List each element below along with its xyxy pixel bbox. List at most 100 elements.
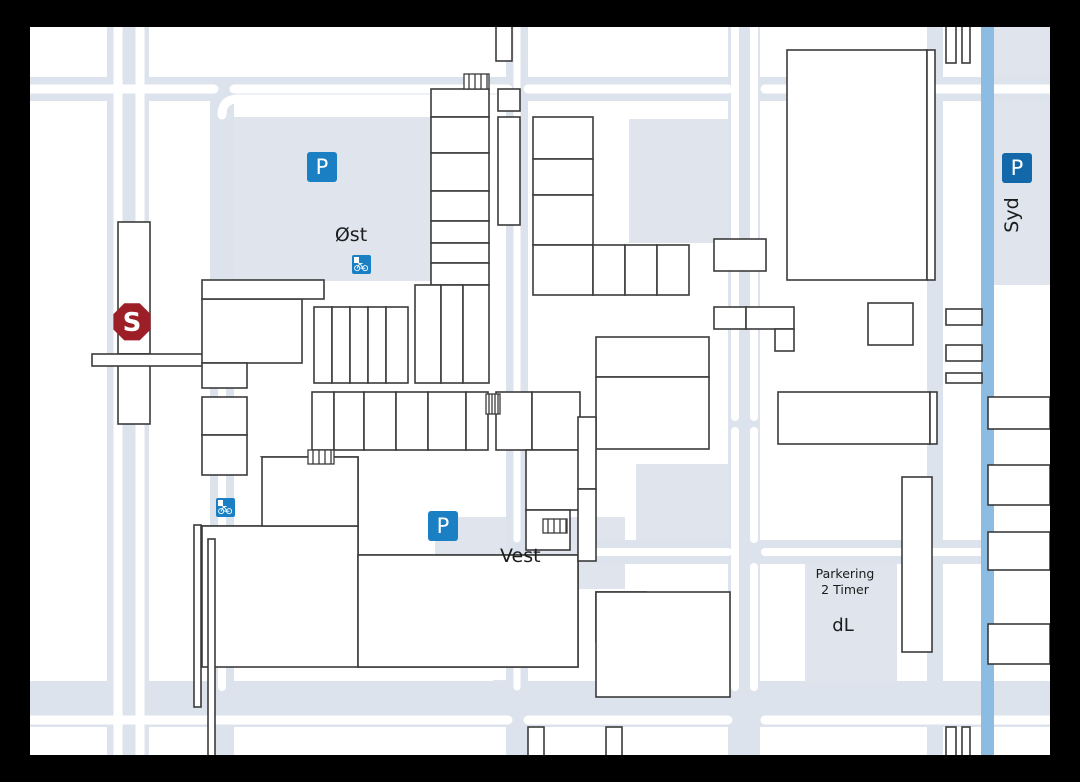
building-fin-7[interactable] [440,284,464,384]
building-large-northeast-annex[interactable] [926,49,936,281]
building-row-h-5[interactable] [427,391,467,451]
building-mr-square[interactable] [867,302,914,346]
building-cb-edge-2[interactable] [577,488,597,562]
building-row-h-2[interactable] [333,391,365,451]
building-mid-box-6[interactable] [624,244,658,296]
building-stub-top-1[interactable] [495,27,513,62]
building-mid-box-3[interactable] [532,194,594,246]
building-fin-8[interactable] [462,284,490,384]
building-terrace-5[interactable] [430,220,490,244]
parking-icon-vest-bg[interactable] [428,511,458,541]
building-block-sw-upper[interactable] [261,456,359,527]
building-mr-wide-edge[interactable] [929,391,938,445]
building-west-small-c[interactable] [201,434,248,476]
s-train-icon-letter: S [123,308,142,338]
building-canal-stub-1[interactable] [945,308,983,326]
building-row-h-7[interactable] [495,391,533,451]
building-west-large[interactable] [201,298,303,364]
building-terrace-6[interactable] [430,242,490,264]
building-block-sw-main[interactable] [201,525,359,668]
parking-icon-ost-bg[interactable] [307,152,337,182]
label-parkering-code: dL [832,615,853,636]
building-cb-2[interactable] [595,376,710,450]
stair-hatch-top [463,73,490,90]
area-plaza-midtop [629,119,733,243]
buildings[interactable] [91,27,1050,755]
bicycle-parking-marker-west[interactable] [216,498,235,517]
building-cb-1[interactable] [595,336,710,378]
building-stub-top-2[interactable] [945,27,957,64]
building-mr-tall[interactable] [901,476,933,653]
building-cb-edge[interactable] [577,416,597,490]
building-mr-a[interactable] [713,306,747,330]
building-row-h-6[interactable] [465,391,489,451]
building-mr-wide[interactable] [777,391,931,445]
building-west-strip-top[interactable] [201,279,325,300]
building-row-h-1[interactable] [311,391,335,451]
bicycle-parking-marker-north[interactable] [352,255,371,274]
building-row-h-3[interactable] [363,391,397,451]
building-fin-4[interactable] [367,306,387,384]
building-east-1[interactable] [987,396,1050,430]
parking-icon-syd-bg[interactable] [1002,153,1032,183]
building-mr-b[interactable] [745,306,795,330]
building-fin-2[interactable] [331,306,351,384]
building-siding-2[interactable] [207,538,216,755]
building-terrace-7[interactable] [430,262,490,286]
building-stub-top-3[interactable] [961,27,971,64]
building-terrace-1[interactable] [430,88,490,118]
building-terrace-4[interactable] [430,190,490,222]
parking-marker-vest[interactable]: P [428,511,458,541]
building-west-small-a[interactable] [201,362,248,389]
building-block-sw-right[interactable] [357,554,579,668]
waterway-group [981,27,994,755]
waterway-canal [981,27,994,755]
building-mid-box-4[interactable] [532,244,594,296]
building-west-small-b[interactable] [201,396,248,436]
label-parkering-line2: 2 Timer [821,582,870,597]
parking-marker-syd[interactable]: P [1002,153,1032,183]
city-map-svg[interactable]: Øst Vest Syd Parkering 2 Timer dL P P P [30,27,1050,755]
building-slab-cap[interactable] [497,88,521,112]
area-parking-ost [218,117,436,281]
building-row-h-9[interactable] [525,449,581,511]
building-fin-3[interactable] [349,306,369,384]
building-slab-narrow[interactable] [497,116,521,226]
parking-marker-ost[interactable]: P [307,152,337,182]
s-train-station-marker[interactable]: S [113,303,151,341]
building-stub-bottom-4[interactable] [961,726,971,755]
building-row-h-4[interactable] [395,391,429,451]
building-east-2[interactable] [987,464,1050,506]
building-fin-1[interactable] [313,306,333,384]
s-train-icon-shape[interactable] [113,303,151,341]
building-large-northeast[interactable] [786,49,928,281]
building-mid-box-1[interactable] [532,116,594,160]
building-mid-box-2[interactable] [532,158,594,196]
building-row-h-8[interactable] [531,391,581,451]
building-platform-crossing[interactable] [91,353,213,367]
label-ost: Øst [335,224,367,246]
map-canvas[interactable]: Øst Vest Syd Parkering 2 Timer dL P P P [30,27,1050,755]
bicycle-parking-icon-west-flag [218,500,223,506]
building-mr-c[interactable] [774,328,795,352]
building-fin-5[interactable] [385,306,409,384]
building-siding-1[interactable] [193,524,202,708]
building-stub-bottom-2[interactable] [605,726,623,755]
building-mid-box-5[interactable] [592,244,626,296]
building-canal-stub-3[interactable] [945,372,983,384]
casing-ost-nw [217,94,513,120]
building-stub-bottom-3[interactable] [945,726,957,755]
building-fin-6[interactable] [414,284,442,384]
building-mid-box-7[interactable] [656,244,690,296]
building-terrace-3[interactable] [430,152,490,192]
building-east-4[interactable] [987,623,1050,665]
road-casings [30,27,1050,755]
building-east-3[interactable] [987,531,1050,571]
building-terrace-2[interactable] [430,116,490,154]
building-canal-stub-2[interactable] [945,344,983,362]
map-labels: Øst Vest Syd Parkering 2 Timer dL [335,197,1023,636]
building-cb-4[interactable] [595,591,731,698]
building-mid-box-8[interactable] [713,238,767,272]
building-stub-bottom-1[interactable] [527,726,545,755]
stair-hatches [307,73,568,534]
